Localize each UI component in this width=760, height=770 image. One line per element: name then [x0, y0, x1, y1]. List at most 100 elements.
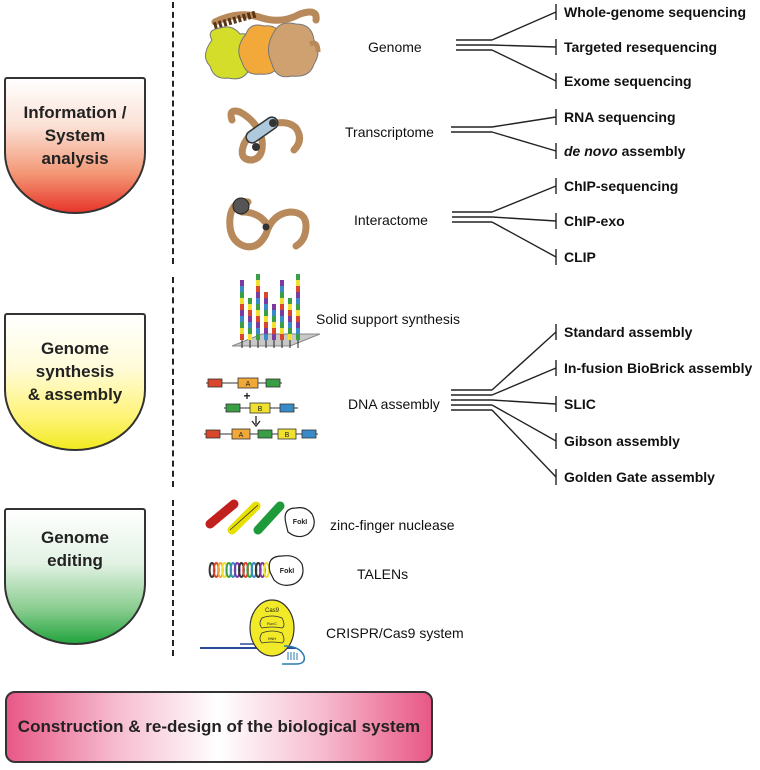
method-clip: CLIP: [564, 249, 596, 265]
oligo-segment: [296, 298, 300, 304]
oligo-segment: [240, 334, 244, 340]
oligo-segment: [272, 328, 276, 334]
oligo-segment: [248, 298, 252, 304]
construction-banner: Construction & re-design of the biologic…: [5, 691, 433, 763]
oligo-segment: [296, 310, 300, 316]
oligo-segment: [280, 280, 284, 286]
oligo-segment: [296, 334, 300, 340]
oligo-segment: [272, 334, 276, 340]
oligo-segment: [280, 322, 284, 328]
method-gibson: Gibson assembly: [564, 433, 680, 449]
crispr-cas9-icon: Cas9 RuvC HNH: [200, 599, 306, 665]
topic-interactome: Interactome: [354, 212, 428, 228]
interactome-branch: [491, 221, 557, 258]
oligo-segment: [272, 322, 276, 328]
oligo-segment: [288, 328, 292, 334]
part-b-label-assembled: B: [285, 432, 290, 439]
oligo-segment: [264, 328, 268, 334]
dna-assembly-icon: A + B A B: [204, 377, 318, 440]
method-chip-exo: ChIP-exo: [564, 213, 625, 229]
solid-support-icon: [231, 274, 321, 348]
method-slic: SLIC: [564, 396, 596, 412]
oligo-segment: [296, 328, 300, 334]
method-de-novo: de novo assembly: [564, 143, 685, 159]
oligo-segment: [240, 328, 244, 334]
oligo-segment: [272, 316, 276, 322]
oligo-segment: [288, 304, 292, 310]
interactome-branch: [491, 216, 557, 222]
method-infusion-biobrick: In-fusion BioBrick assembly: [564, 360, 753, 376]
transcriptome-icon: [227, 107, 303, 164]
banner-label: Construction & re-design of the biologic…: [17, 717, 421, 736]
oligo-segment: [256, 292, 260, 298]
de-novo-rest: assembly: [621, 143, 686, 159]
section-genome-synthesis: Genome synthesis & assembly: [4, 313, 146, 451]
section-information-analysis: Information / System analysis: [4, 77, 146, 214]
transcriptome-branch: [491, 116, 557, 128]
oligo-segment: [280, 328, 284, 334]
method-whole-genome: Whole-genome sequencing: [564, 4, 747, 20]
dna-assembly-branch: [491, 399, 557, 405]
hnh-label: HNH: [268, 636, 277, 641]
oligo-segment: [256, 298, 260, 304]
method-rna-seq: RNA sequencing: [564, 109, 676, 125]
topic-crispr: CRISPR/Cas9 system: [326, 625, 464, 641]
oligo-segment: [264, 298, 268, 304]
part-b-label: B: [258, 406, 263, 413]
topic-talens: TALENs: [357, 566, 409, 582]
oligo-segment: [280, 304, 284, 310]
oligo-segment: [272, 310, 276, 316]
section-genome-editing: Genome editing: [4, 508, 146, 645]
topic-transcriptome: Transcriptome: [345, 124, 434, 140]
separator-editing: [172, 500, 174, 656]
oligo-segment: [272, 304, 276, 310]
section-label: Genome editing: [40, 528, 110, 570]
dna-assembly-branch: [491, 331, 557, 391]
oligo-segment: [280, 334, 284, 340]
interactome-branch: [491, 185, 557, 213]
oligo-segment: [280, 316, 284, 322]
oligo-segment: [264, 304, 268, 310]
oligo-segment: [240, 322, 244, 328]
oligo-segment: [240, 298, 244, 304]
topic-solid-support: Solid support synthesis: [316, 311, 460, 327]
oligo-segment: [288, 334, 292, 340]
oligo-segment: [280, 298, 284, 304]
oligo-segment: [264, 292, 268, 298]
oligo-segment: [296, 286, 300, 292]
oligo-segment: [264, 316, 268, 322]
oligo-segment: [288, 298, 292, 304]
oligo-segment: [280, 292, 284, 298]
section-label: Information / System analysis: [23, 103, 127, 168]
interactome-icon: [226, 197, 310, 251]
oligo-segment: [256, 322, 260, 328]
genome-branch: [491, 11, 557, 41]
genome-branch: [491, 44, 557, 48]
method-targeted-reseq: Targeted resequencing: [564, 39, 718, 55]
oligo-segment: [256, 286, 260, 292]
oligo-segment: [296, 316, 300, 322]
oligo-segment: [288, 310, 292, 316]
transcriptome-branch: [491, 131, 557, 152]
method-chip-seq: ChIP-sequencing: [564, 178, 679, 194]
part-a-label-assembled: A: [239, 432, 244, 439]
talens-icon: FokI: [208, 555, 304, 586]
oligo-segment: [240, 304, 244, 310]
plus-sign: +: [243, 389, 250, 403]
oligo-segment: [256, 334, 260, 340]
oligo-segment: [248, 322, 252, 328]
method-standard-assembly: Standard assembly: [564, 324, 693, 340]
oligo-segment: [240, 310, 244, 316]
oligo-segment: [248, 316, 252, 322]
method-exome: Exome sequencing: [564, 73, 692, 89]
oligo-segment: [248, 310, 252, 316]
oligo-segment: [256, 274, 260, 280]
oligo-segment: [296, 280, 300, 286]
topic-zinc-finger: zinc-finger nuclease: [330, 517, 455, 533]
genome-branch: [491, 49, 557, 82]
oligo-segment: [288, 316, 292, 322]
oligo-segment: [296, 274, 300, 280]
oligo-segment: [256, 310, 260, 316]
separator-information: [172, 2, 174, 264]
